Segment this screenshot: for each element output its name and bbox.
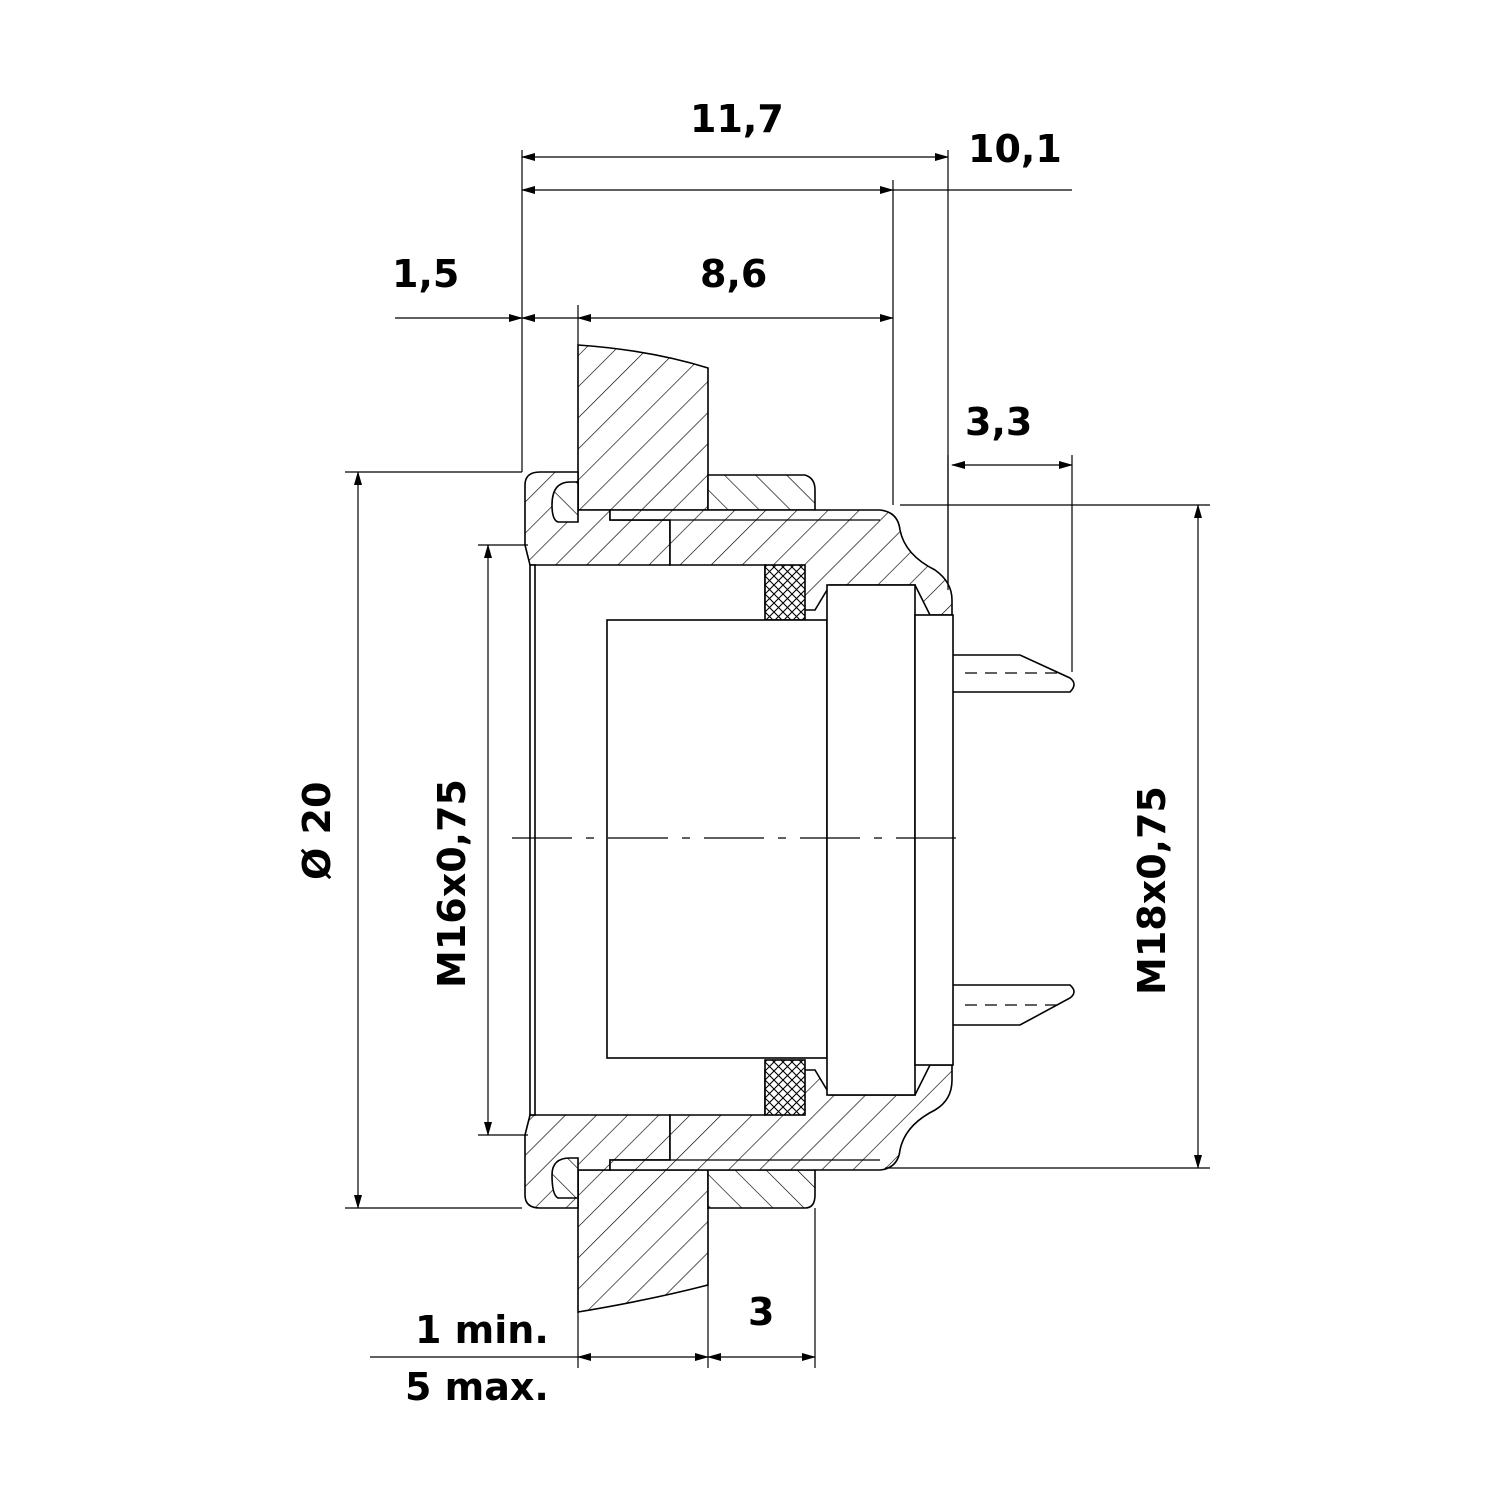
flange-nut: [707, 474, 816, 1209]
dim-label-m18: M18x0,75: [1130, 786, 1174, 995]
dim-label-m16: M16x0,75: [430, 779, 474, 988]
contact-insert: [529, 564, 954, 1116]
dim-label-diameter-20: Ø 20: [295, 782, 339, 880]
dim-label-5-max: 5 max.: [405, 1365, 549, 1409]
dimension-lines: [345, 150, 1210, 1368]
dim-label-1-5: 1,5: [392, 252, 459, 296]
dim-label-8-6: 8,6: [700, 252, 767, 296]
mounting-panel: [577, 344, 709, 1313]
solder-pins: [953, 654, 1075, 1026]
dim-label-1-min: 1 min.: [415, 1308, 549, 1352]
dim-label-11-7: 11,7: [690, 97, 784, 141]
front-shell: [524, 471, 671, 1209]
dim-label-3-3: 3,3: [965, 400, 1032, 444]
dim-label-10-1: 10,1: [968, 127, 1062, 171]
dim-label-3: 3: [748, 1290, 774, 1334]
